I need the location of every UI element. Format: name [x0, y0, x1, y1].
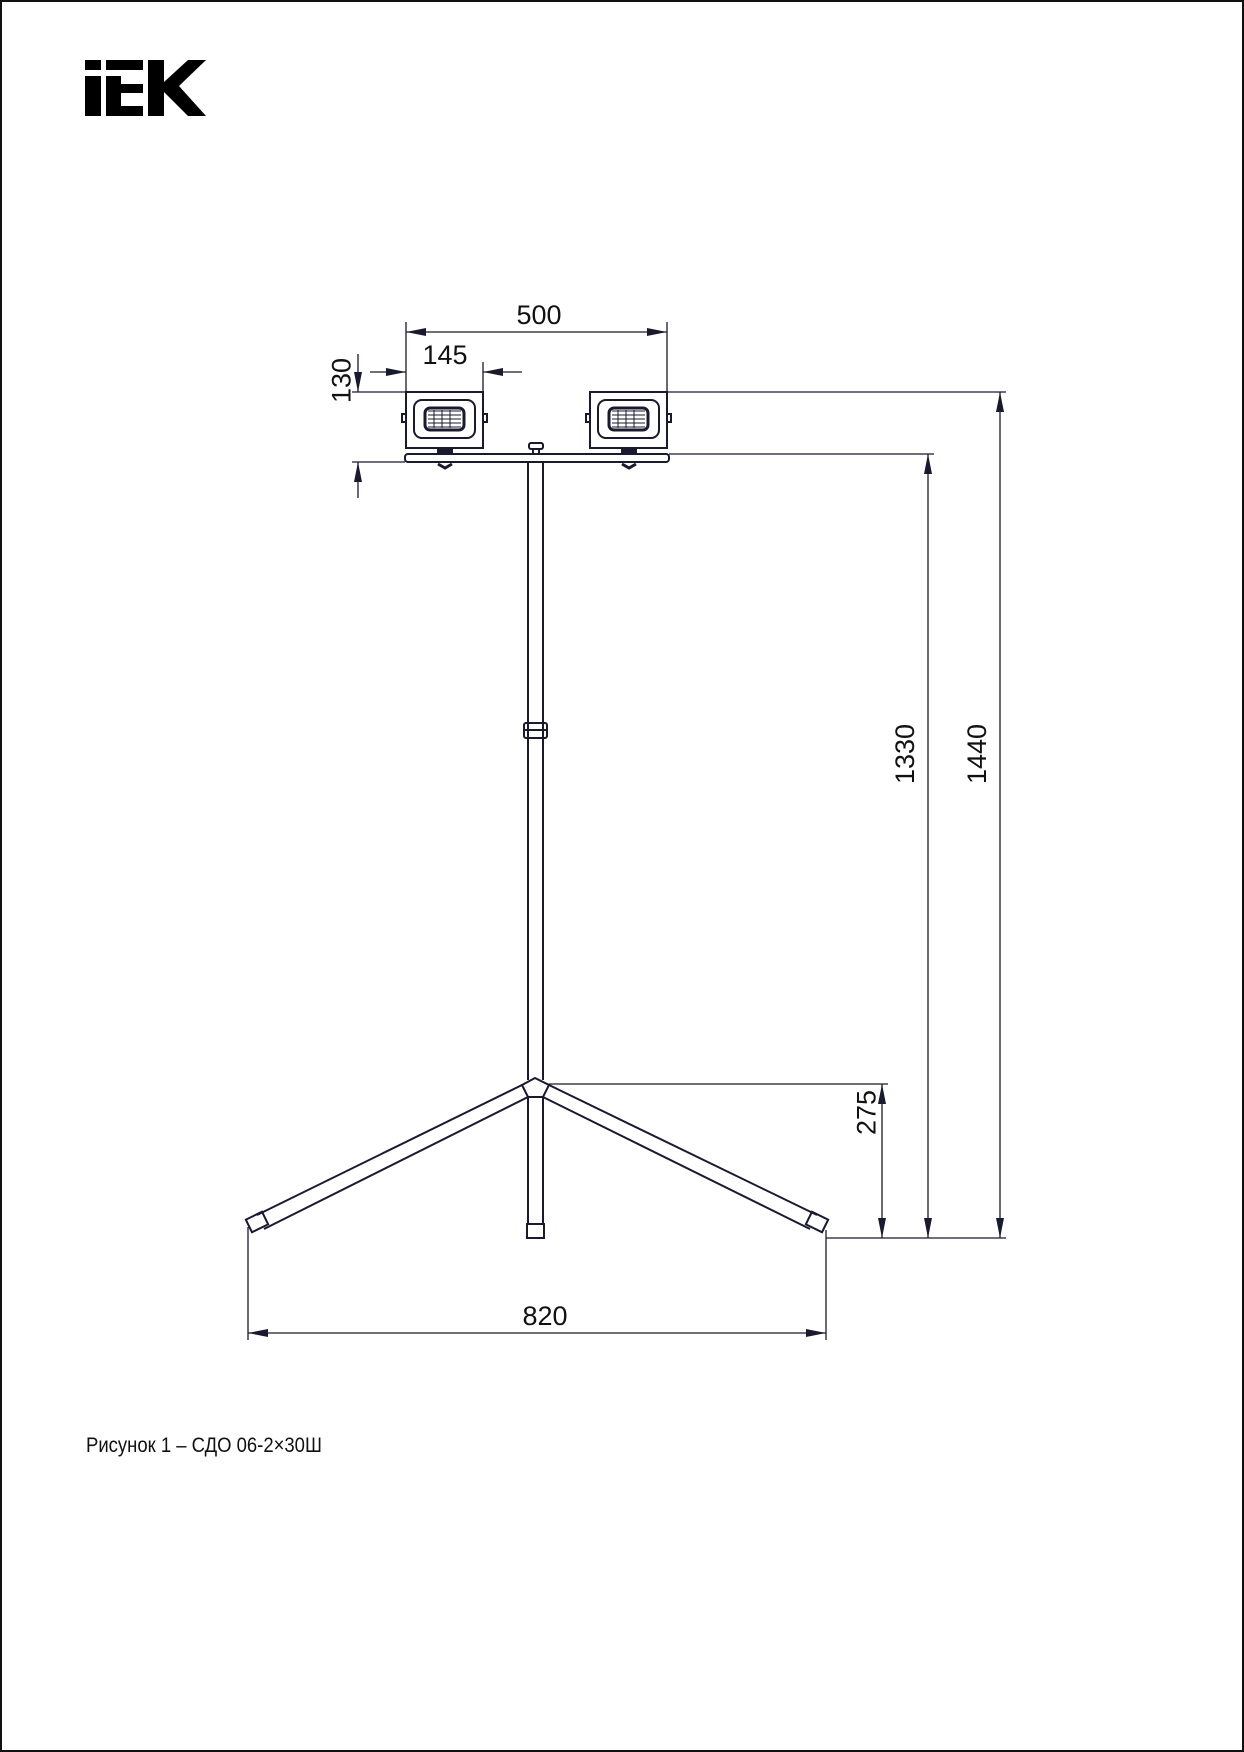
dim-500: 500 — [516, 300, 561, 330]
dim-275: 275 — [851, 1090, 881, 1135]
dim-820: 820 — [522, 1301, 567, 1331]
iek-logo — [85, 60, 207, 123]
dim-1330: 1330 — [890, 724, 920, 784]
tripod — [244, 1076, 830, 1239]
dimension-lines — [247, 322, 1006, 1340]
figure-caption: Рисунок 1 – СДО 06-2×30Ш — [86, 1434, 322, 1457]
right-floodlight — [585, 391, 672, 454]
dim-1440: 1440 — [962, 724, 992, 784]
crossbar — [404, 442, 670, 470]
left-floodlight — [401, 391, 488, 454]
dim-130: 130 — [326, 358, 356, 403]
dim-145: 145 — [422, 340, 467, 370]
pole — [523, 462, 548, 1080]
